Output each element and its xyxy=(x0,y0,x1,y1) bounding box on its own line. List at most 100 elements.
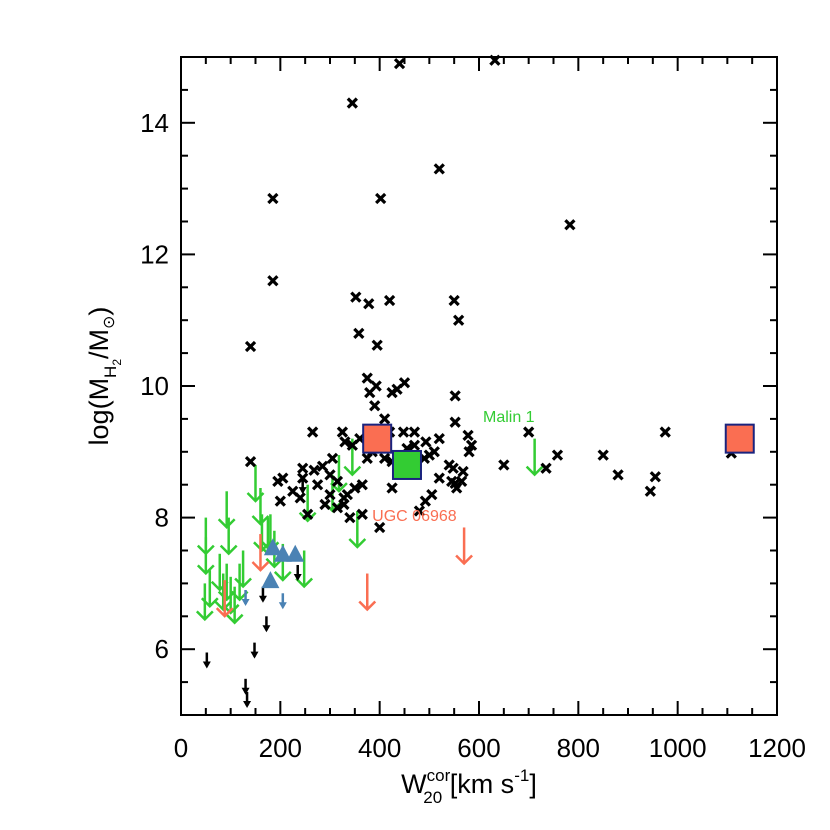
detection-cross-mark xyxy=(447,462,459,474)
chart-annotations: Malin 1 UGC 06968 xyxy=(372,409,535,525)
detection-cross-mark xyxy=(451,482,463,494)
axis-ticks xyxy=(180,56,778,716)
detection-cross-mark xyxy=(349,482,361,494)
upper-limit-arrow xyxy=(251,534,270,572)
upper-limit-arrow xyxy=(214,573,233,612)
detection-cross-mark xyxy=(453,314,465,326)
detection-cross-mark xyxy=(277,472,289,484)
detection-cross-mark xyxy=(463,446,475,458)
y-tick-label: 12 xyxy=(140,239,169,269)
detection-cross-mark xyxy=(449,416,461,428)
detection-cross-mark xyxy=(356,508,368,520)
detection-cross-mark xyxy=(383,294,396,307)
detection-cross-mark xyxy=(326,452,339,465)
detection-cross-mark xyxy=(426,488,438,501)
x-axis-label-unit-end: ] xyxy=(529,769,537,799)
detection-cross-mark xyxy=(379,413,391,425)
x-axis-label-unit-sup: -1 xyxy=(514,766,529,785)
detection-cross-mark xyxy=(302,508,314,520)
y-axis-label-prefix: log(M xyxy=(84,378,114,446)
x-tick-label: 1200 xyxy=(748,733,806,763)
detection-cross-mark xyxy=(379,452,391,465)
detection-cross-mark xyxy=(363,298,375,310)
detection-cross-mark xyxy=(267,192,279,205)
x-tick-label: 200 xyxy=(259,733,302,763)
x-axis-label-unit: [km s xyxy=(442,769,514,799)
square-mark xyxy=(362,423,393,454)
upper-limit-small-arrow xyxy=(241,589,250,606)
detection-cross-mark xyxy=(413,505,426,517)
y-axis-label-sun: ⊙ xyxy=(101,316,118,329)
detection-cross-mark xyxy=(364,386,376,399)
upper-limit-arrow xyxy=(200,570,219,609)
detection-cross-mark xyxy=(423,449,435,461)
square-mark xyxy=(724,423,755,454)
detection-cross-mark xyxy=(338,498,350,511)
x-tick-label: 800 xyxy=(557,733,600,763)
detection-cross-mark xyxy=(540,462,552,474)
detection-cross-mark xyxy=(465,439,478,451)
detection-cross-mark xyxy=(398,377,411,389)
detection-cross-mark xyxy=(433,163,445,175)
detection-cross-mark xyxy=(649,471,661,483)
upper-limit-arrow xyxy=(219,517,238,556)
square-mark xyxy=(391,449,422,480)
detection-cross-mark xyxy=(350,291,362,303)
upper-limit-small-arrow xyxy=(278,593,287,610)
detection-cross-mark xyxy=(374,521,386,534)
detection-cross-mark xyxy=(274,495,286,507)
x-axis-label-sup: cor xyxy=(427,766,451,785)
detection-cross-mark xyxy=(457,465,469,478)
annotation-label: Malin 1 xyxy=(483,409,535,426)
detection-cross-mark xyxy=(371,339,383,351)
x-tick-label: 600 xyxy=(457,733,500,763)
detection-cross-mark xyxy=(316,460,329,472)
detection-cross-mark xyxy=(375,192,387,205)
detection-cross-mark xyxy=(244,456,257,468)
detection-cross-mark xyxy=(597,449,609,461)
detection-cross-mark xyxy=(244,340,257,353)
detection-cross-mark xyxy=(297,462,309,474)
detection-cross-mark xyxy=(294,492,306,504)
detection-cross-mark xyxy=(369,400,381,412)
detection-cross-mark xyxy=(408,439,421,451)
x-tick-label: 1000 xyxy=(649,733,707,763)
detection-cross-mark xyxy=(393,57,406,70)
detection-cross-mark xyxy=(308,464,320,476)
detection-cross-mark xyxy=(356,479,368,491)
detection-cross-mark xyxy=(336,426,349,438)
detection-cross-mark xyxy=(433,472,445,484)
detection-cross-mark xyxy=(311,479,324,491)
detection-cross-mark xyxy=(523,426,535,438)
detection-cross-mark xyxy=(612,469,624,481)
x-axis-label-main: W xyxy=(401,769,427,799)
y-axis-label-middle: /M xyxy=(84,329,114,359)
detection-cross-mark xyxy=(498,459,510,471)
detection-cross-mark xyxy=(353,327,365,339)
detection-cross-mark xyxy=(462,429,474,441)
y-tick-label: 14 xyxy=(140,108,169,138)
triangle-mark xyxy=(273,544,292,562)
detection-cross-mark xyxy=(297,472,309,484)
detection-cross-mark xyxy=(551,449,564,461)
y-tick-label: 6 xyxy=(155,634,169,664)
triangle-mark xyxy=(286,544,305,562)
upper-limit-small-arrow xyxy=(241,678,250,695)
annotation-label: UGC 06968 xyxy=(372,508,457,525)
upper-limit-arrow xyxy=(215,580,234,618)
y-tick-label: 10 xyxy=(140,371,169,401)
upper-limit-small-arrow xyxy=(298,478,307,495)
detection-cross-mark xyxy=(267,275,279,287)
x-tick-label: 400 xyxy=(358,733,401,763)
upper-limit-small-arrow xyxy=(293,564,302,581)
y-axis-label-subsub: 2 xyxy=(110,359,124,366)
detection-cross-mark xyxy=(361,372,373,384)
y-tick-label: 8 xyxy=(155,503,169,533)
upper-limit-arrow xyxy=(225,586,244,625)
y-axis-label: log(MH2/M⊙) xyxy=(84,307,124,446)
detection-cross-mark xyxy=(331,475,344,488)
detection-cross-mark xyxy=(339,436,351,448)
triangle-mark xyxy=(263,538,282,556)
